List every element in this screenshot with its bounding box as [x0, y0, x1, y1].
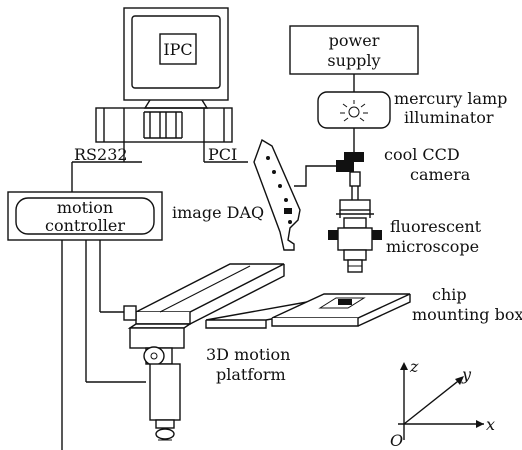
- chip-mounting-box: [271, 293, 411, 327]
- lamp-bulb-icon: [348, 106, 360, 118]
- microscope-label-line2: microscope: [386, 237, 479, 256]
- y-axis-label: y: [461, 365, 472, 384]
- computer-chassis: [95, 107, 233, 143]
- chassis-body: [95, 107, 233, 143]
- platform-label-line1: 3D motion: [206, 345, 290, 364]
- microscope-body: [337, 227, 373, 251]
- motion-controller-inner: [15, 197, 155, 235]
- image-daq-label: image DAQ: [172, 203, 264, 222]
- monitor-outer-frame: [123, 7, 229, 101]
- z-axis-label: z: [409, 357, 419, 376]
- x-axis-label: x: [486, 415, 495, 434]
- fluorescent-microscope: [328, 186, 382, 273]
- pci-label: PCI: [208, 145, 237, 164]
- ipc-label: IPC: [163, 40, 192, 59]
- platform-label-line2: platform: [216, 365, 286, 384]
- chip-icon: [338, 299, 352, 305]
- ccd-camera: [336, 152, 364, 187]
- platform-column: [149, 363, 181, 421]
- ccd-label-line1: cool CCD: [384, 145, 460, 164]
- chip-slot: [318, 297, 366, 309]
- motor-icon: [143, 346, 165, 366]
- coordinate-axes: [398, 362, 484, 440]
- motion-controller: [7, 191, 163, 241]
- motion-label-line2: controller: [45, 216, 125, 235]
- lamp-label-line2: illuminator: [404, 108, 494, 127]
- mercury-lamp: [317, 91, 391, 129]
- camera-cable: [294, 165, 336, 187]
- ccd-label-line2: camera: [410, 165, 471, 184]
- rs232-label: RS232: [74, 145, 128, 164]
- power-label-line2: supply: [327, 51, 380, 70]
- monitor-screen: [131, 15, 221, 89]
- daq-card-body: [253, 138, 301, 251]
- microscope-label-line1: fluorescent: [390, 217, 482, 236]
- image-daq-card: [253, 138, 301, 251]
- origin-label: O: [390, 431, 403, 450]
- chip-label-line2: mounting box: [412, 305, 522, 324]
- platform-base-block: [129, 327, 185, 349]
- ccd-block: [336, 160, 354, 172]
- chip-label-line1: chip: [432, 285, 467, 304]
- y-axis: [403, 377, 463, 425]
- monitor-stand: [143, 99, 209, 109]
- lamp-housing: [317, 91, 391, 129]
- motion-controller-outer: [7, 191, 163, 241]
- lamp-label-line1: mercury lamp: [394, 89, 507, 108]
- power-label-line1: power: [329, 31, 380, 50]
- motion-label-line1: motion: [57, 198, 113, 217]
- ipc-label-box: [159, 33, 197, 65]
